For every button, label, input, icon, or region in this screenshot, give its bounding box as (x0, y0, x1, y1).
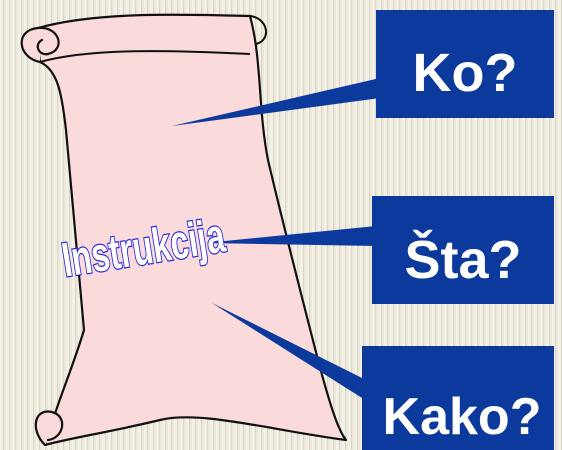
scroll-bottom-roll (34, 410, 64, 447)
scroll-top-roll (20, 26, 60, 64)
callout-kako-box (362, 346, 554, 450)
callout-sta: Šta? (372, 196, 554, 304)
pointer-sta (205, 226, 376, 246)
pointer-kako (212, 303, 362, 398)
pointers (172, 78, 380, 398)
callout-kako-label: Kako? (383, 388, 542, 446)
callout-ko-box (376, 10, 554, 118)
callout-ko-label: Ko? (413, 43, 518, 103)
callout-sta-box (372, 196, 554, 304)
scroll-top-right-curl (249, 15, 267, 45)
pointer-ko (172, 78, 380, 126)
scroll-top-edge (39, 50, 251, 63)
callout-kako: Kako? (362, 346, 554, 450)
callout-ko: Ko? (376, 10, 554, 118)
callout-sta-label: Šta? (404, 229, 521, 290)
